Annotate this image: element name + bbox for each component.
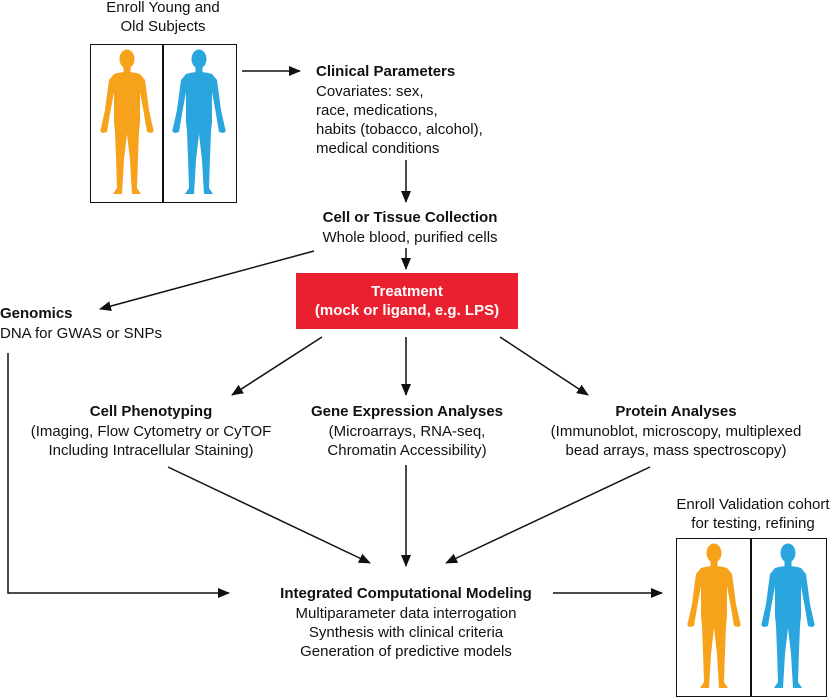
clinical-parameters-title: Clinical Parameters	[316, 63, 456, 80]
human-figure-icon	[172, 49, 226, 194]
collection-title: Cell or Tissue Collection	[322, 209, 498, 226]
validation-label-line2: for testing, refining	[691, 515, 815, 532]
human-figure-icon	[761, 543, 815, 688]
clinical-line: Covariates: sex,	[316, 83, 424, 100]
gene-expression-line: Chromatin Accessibility)	[327, 442, 487, 459]
modeling-title: Integrated Computational Modeling	[280, 585, 532, 602]
enroll-label-line2: Old Subjects	[120, 18, 206, 35]
enroll-label-line1: Enroll Young and	[106, 0, 220, 16]
collection-subtitle: Whole blood, purified cells	[322, 229, 498, 246]
arrow-collection-to-genomics	[99, 250, 315, 311]
human-figure-icon	[687, 543, 741, 688]
arrow-treatment-to-phenotyping	[231, 336, 323, 396]
phenotyping-line: Including Intracellular Staining)	[48, 442, 254, 459]
human-figure-icon	[100, 49, 154, 194]
treatment-box: Treatment (mock or ligand, e.g. LPS)	[296, 273, 518, 329]
treatment-title: Treatment	[371, 283, 443, 300]
modeling-line: Generation of predictive models	[300, 643, 512, 660]
box-divider	[750, 539, 752, 696]
protein-line: (Immunoblot, microscopy, multiplexed	[550, 423, 802, 440]
clinical-line: medical conditions	[316, 140, 440, 157]
genomics-subtitle: DNA for GWAS or SNPs	[0, 325, 162, 342]
validation-label-line1: Enroll Validation cohort	[676, 496, 830, 513]
arrow-treatment-to-protein	[499, 336, 589, 396]
protein-title: Protein Analyses	[615, 403, 737, 420]
genomics-title: Genomics	[0, 305, 73, 322]
clinical-line: habits (tobacco, alcohol),	[316, 121, 483, 138]
arrow-protein-to-modeling	[445, 466, 651, 564]
arrow-phenotyping-to-modeling	[167, 466, 371, 564]
phenotyping-title: Cell Phenotyping	[89, 403, 213, 420]
validation-cohort-box	[676, 538, 827, 697]
modeling-line: Synthesis with clinical criteria	[308, 624, 504, 641]
gene-expression-title: Gene Expression Analyses	[310, 403, 504, 420]
enroll-subjects-box	[90, 44, 237, 203]
modeling-line: Multiparameter data interrogation	[295, 605, 517, 622]
treatment-subtitle: (mock or ligand, e.g. LPS)	[314, 302, 500, 319]
arrow-genomics-to-modeling	[7, 353, 230, 598]
protein-line: bead arrays, mass spectroscopy)	[565, 442, 787, 459]
box-divider	[162, 45, 164, 202]
clinical-line: race, medications,	[316, 102, 438, 119]
phenotyping-line: (Imaging, Flow Cytometry or CyTOF	[30, 423, 272, 440]
gene-expression-line: (Microarrays, RNA-seq,	[328, 423, 486, 440]
